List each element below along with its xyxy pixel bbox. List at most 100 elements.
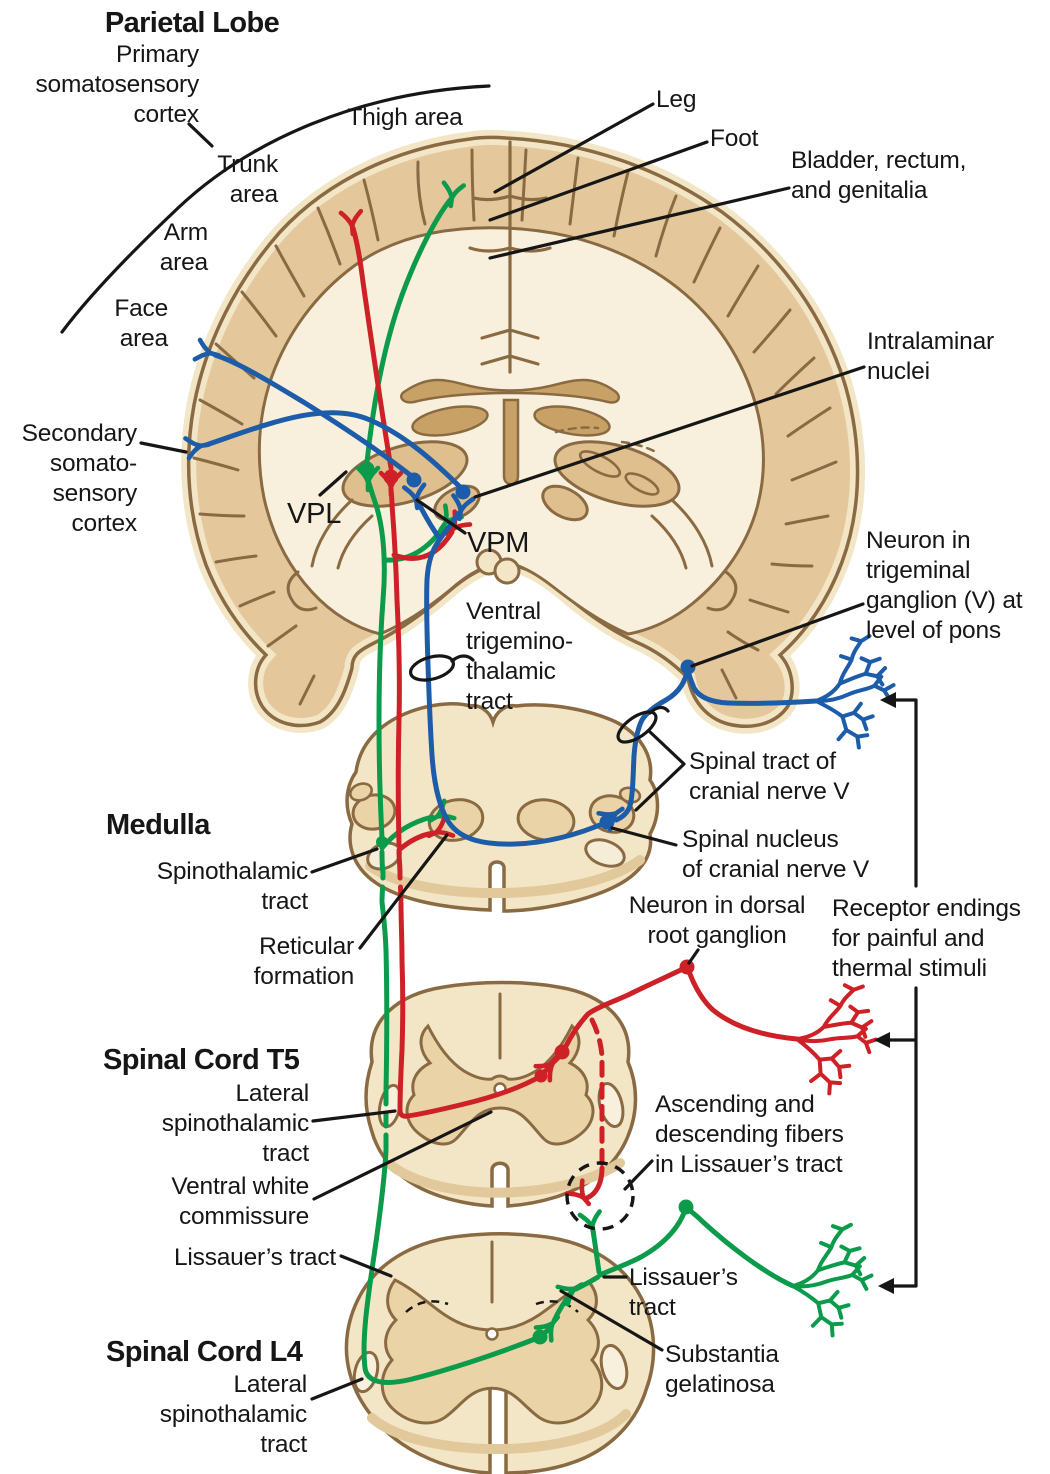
lateral-ventricle-right (533, 405, 611, 437)
label-trunk-area: Trunk area (217, 151, 278, 208)
t5-shading (387, 1158, 625, 1198)
label-spinal-cord-l4: Spinal Cord L4 (106, 1336, 303, 1368)
medulla-nucleus (349, 782, 373, 802)
label-bladder-rectum-genitalia: Bladder, rectum, and genitalia (791, 147, 967, 204)
lissauer-dashed-circle (565, 1161, 635, 1231)
foot-leader (488, 140, 709, 222)
thalamic-nucleus-bar (624, 472, 660, 496)
vpm-leader (415, 498, 467, 535)
label-lateral-spinothalamic-tract-l4: Lateral spinothalamic tract (159, 1371, 307, 1458)
spinal-tract-v-leader (634, 729, 686, 812)
label-vpm: VPM (467, 527, 530, 559)
spinal-nucleus-v-neuron (599, 814, 615, 830)
longitudinal-fissure (468, 140, 552, 374)
spinothalamic-leader (310, 847, 379, 874)
third-ventricle (502, 398, 520, 486)
corpus-callosum (400, 378, 620, 404)
thalamus-dashed-marks (554, 426, 658, 454)
drg-leader (687, 948, 700, 965)
trigeminal-ganglion-leader (690, 602, 865, 668)
red-neuron-soma (554, 1044, 570, 1060)
label-neuron-dorsal-root-ganglion: Neuron in dorsal root ganglion (628, 892, 806, 949)
green-neuron-soma (678, 1199, 694, 1215)
label-ventral-white-commissure: Ventral white commissure (171, 1173, 309, 1230)
label-thigh-area: Thigh area (347, 104, 463, 131)
label-spinothalamic-tract: Spinothalamic tract (156, 858, 308, 915)
red-dorsal-root-ganglion-neuron (679, 959, 695, 975)
label-neuron-trigeminal-ganglion: Neuron in trigeminal ganglion (V) at lev… (866, 527, 1023, 644)
lissauer-circle-leader (623, 1159, 654, 1191)
spinal-tract-v-symbol (616, 705, 670, 744)
l4-shading (367, 1409, 631, 1454)
receptor-bracket (874, 692, 918, 1294)
bladder-leader (488, 186, 791, 260)
label-receptor-endings: Receptor endings for painful and thermal… (832, 895, 1021, 982)
bracket-arrow-red (874, 1032, 890, 1048)
blue-vpl-neuron (406, 472, 422, 488)
label-lissauers-tract-left: Lissauer’s tract (173, 1244, 336, 1271)
ventral-trigeminothalamic-tract-symbol (408, 654, 475, 682)
tract-symbols (408, 654, 670, 1231)
label-primary-somatosensory-cortex: Primary somatosensory cortex (35, 41, 199, 128)
ventral-white-leader (312, 1110, 493, 1201)
leg-leader (493, 102, 655, 194)
label-spinal-tract-cn-v: Spinal tract of cranial nerve V (689, 748, 850, 805)
lateral-stt-t5-leader (311, 1109, 397, 1123)
intralaminar-leader (473, 365, 866, 499)
medulla-section (345, 702, 660, 913)
primary-cortex-arc (60, 84, 491, 334)
lateral-stt-l4-leader (310, 1377, 364, 1401)
medulla-outline (345, 702, 660, 913)
red-receptor-endings-icon (793, 982, 879, 1096)
blue-pathway-trigeminal (185, 340, 901, 847)
label-face-area: Face area (114, 295, 168, 352)
medulla-shading (365, 855, 645, 898)
label-reticular-formation: Reticular formation (253, 933, 355, 990)
mammillary-body (493, 557, 521, 585)
blue-receptor-endings-icon (808, 634, 901, 753)
internal-capsule-curves (286, 498, 738, 612)
blue-vpm-neuron (455, 484, 471, 500)
label-vpl: VPL (287, 498, 342, 530)
vpl-leader (318, 470, 348, 497)
green-pathway-l4 (358, 183, 875, 1385)
green-neuron-soma (532, 1329, 548, 1345)
green-receptor-endings-icon (789, 1224, 875, 1338)
label-spinal-cord-t5: Spinal Cord T5 (103, 1044, 300, 1076)
brain-coronal-section (181, 129, 865, 734)
substantia-gelatinosa-dashes (405, 1300, 579, 1313)
l4-central-canal (485, 1327, 499, 1341)
label-arm-area: Arm area (159, 219, 208, 276)
l4-white-area (599, 1343, 629, 1391)
label-ascending-descending-lissauer: Ascending and descending fibers in Lissa… (655, 1091, 844, 1178)
bracket-arrow-green (878, 1278, 894, 1294)
label-spinal-nucleus-cn-v: Spinal nucleus of cranial nerve V (682, 826, 870, 883)
substantia-leader (559, 1289, 664, 1352)
red-vpl-neuron (383, 469, 399, 485)
lateral-ventricle-left (411, 405, 489, 437)
leader-lines (60, 84, 866, 1401)
reticular-leader (358, 833, 449, 950)
medulla-white-area (584, 838, 626, 868)
label-lateral-spinothalamic-tract-t5: Lateral spinothalamic tract (161, 1080, 309, 1167)
lissauer-left-leader (339, 1254, 393, 1278)
label-ventral-trigeminothalamic-tract: Ventral trigemino- thalamic tract (466, 598, 573, 715)
green-synapse-ending (580, 1211, 604, 1236)
secondary-cortex-leader (139, 441, 188, 454)
label-substantia-gelatinosa: Substantia gelatinosa (665, 1341, 779, 1398)
vpm-right (541, 484, 589, 522)
red-neuron-soma (534, 1069, 548, 1083)
label-parietal-lobe: Parietal Lobe (104, 7, 280, 39)
green-neuron-soma (376, 836, 388, 848)
label-secondary-somatosensory-cortex: Secondary somato- sensory cortex (21, 420, 138, 537)
spinal-nucleus-v-leader (610, 826, 678, 847)
trigeminal-ganglion-neuron (680, 659, 696, 675)
label-medulla: Medulla (106, 809, 210, 841)
thalamic-nucleus-bar (578, 450, 622, 478)
label-leg: Leg (656, 86, 697, 113)
green-vpl-neuron (359, 461, 375, 477)
l4-gray-matter (380, 1278, 604, 1425)
label-intralaminar-nuclei: Intralaminar nuclei (867, 328, 994, 385)
